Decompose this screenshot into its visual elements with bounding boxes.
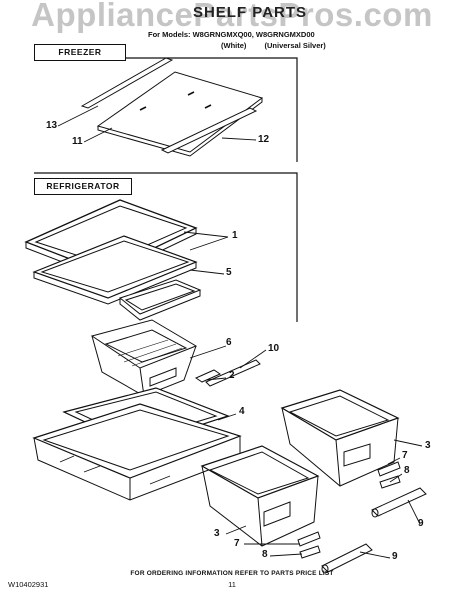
callout-5: 5 bbox=[226, 267, 232, 278]
drawer-rod-lower bbox=[321, 543, 373, 574]
ordering-note: FOR ORDERING INFORMATION REFER TO PARTS … bbox=[130, 570, 334, 577]
page-title: SHELF PARTS bbox=[192, 4, 308, 21]
callout-12: 12 bbox=[258, 134, 270, 145]
freezer-section-label: FREEZER bbox=[58, 47, 102, 57]
upper-crisper-pan bbox=[90, 319, 198, 397]
callout-8-upper: 8 bbox=[404, 465, 410, 476]
document-number: W10402931 bbox=[8, 580, 49, 589]
callout-1: 1 bbox=[232, 230, 238, 241]
callout-6: 6 bbox=[226, 337, 232, 348]
callout-3-left-drawer: 3 bbox=[214, 528, 220, 539]
callout-2: 2 bbox=[229, 370, 235, 381]
callout-9-lower: 9 bbox=[392, 551, 398, 562]
callout-4: 4 bbox=[239, 406, 245, 417]
crisper-drawer-left bbox=[200, 445, 320, 547]
refrigerator-section-label: REFRIGERATOR bbox=[46, 181, 120, 191]
refrigerator-section-border bbox=[34, 172, 298, 322]
callout-7-lower: 7 bbox=[234, 538, 240, 549]
refrigerator-section-label-box: REFRIGERATOR bbox=[34, 178, 132, 195]
callout-11: 11 bbox=[72, 136, 83, 147]
watermark-text: AppliancePartsPros.com bbox=[31, 0, 433, 33]
pan-cover-frame bbox=[194, 369, 222, 383]
leader-lines bbox=[57, 105, 423, 559]
color-silver-label: (Universal Silver) bbox=[264, 41, 326, 50]
crisper-drawer-right bbox=[280, 389, 400, 487]
shelf-support-tray bbox=[118, 279, 202, 321]
divider-cover bbox=[205, 359, 261, 387]
page-number: 11 bbox=[228, 580, 236, 589]
freezer-glass-shelf bbox=[96, 71, 264, 157]
callout-13: 13 bbox=[46, 120, 58, 131]
callout-8-lower: 8 bbox=[262, 549, 268, 560]
shelf-frame-glass bbox=[32, 235, 198, 305]
color-white-label: (White) bbox=[221, 41, 247, 50]
callout-10: 10 bbox=[268, 343, 280, 354]
freezer-section-label-box: FREEZER bbox=[34, 44, 126, 61]
freezer-trim-left bbox=[80, 57, 174, 109]
model-colors: (White) (Universal Silver) bbox=[221, 41, 342, 50]
crisper-cover-frame bbox=[32, 403, 242, 501]
drawer-slide-clip-upper bbox=[377, 461, 401, 489]
callout-9-upper: 9 bbox=[418, 518, 424, 529]
model-numbers: For Models: W8GRNGMXQ00, W8GRNGMXD00 bbox=[148, 30, 315, 39]
freezer-trim-right bbox=[160, 107, 258, 154]
callout-7-upper: 7 bbox=[402, 450, 408, 461]
callout-3-right-drawer: 3 bbox=[425, 440, 431, 451]
drawer-rod-upper bbox=[371, 487, 427, 518]
